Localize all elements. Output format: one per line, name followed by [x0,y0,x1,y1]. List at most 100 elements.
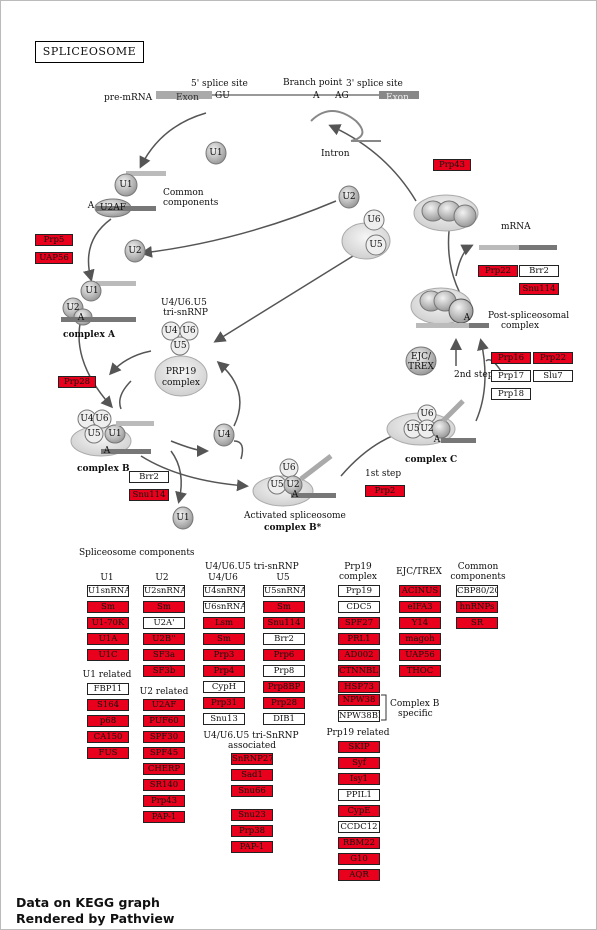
u1-common-label: U1 [119,180,133,190]
gene-box-u2-items-2[interactable]: U2A' [143,617,185,629]
u6-tri-label: U6 [182,326,196,336]
gene-box-u4u6-items-6[interactable]: CypH [203,681,245,693]
gene-box-tri-assoc-4[interactable]: Prp38 [231,825,273,837]
gene-box-u2-items-3[interactable]: U2B'' [143,633,185,645]
gene-box-u2-related-4[interactable]: CHERP [143,763,185,775]
gene-box-tri-assoc-2[interactable]: Snu66 [231,785,273,797]
gene-box-common-items-2[interactable]: SR [456,617,498,629]
gene-box-u2-related-7[interactable]: PAP-1 [143,811,185,823]
gene-box-prp2[interactable]: Prp2 [365,485,405,497]
gene-box-prp19-related-1[interactable]: Syf [338,757,380,769]
gene-box-u5-items-3[interactable]: Brr2 [263,633,305,645]
gene-box-u2-items-5[interactable]: SF3b [143,665,185,677]
gene-box-snu114-b[interactable]: Snu114 [129,489,169,501]
gene-box-u1-items-2[interactable]: U1-70K [87,617,129,629]
gene-box-prp19-items-4[interactable]: AD002 [338,649,380,661]
gene-box-prp19-related-3[interactable]: PPIL1 [338,789,380,801]
gene-box-u2-related-6[interactable]: Prp43 [143,795,185,807]
gene-box-prp22-step2[interactable]: Prp22 [533,352,573,364]
gene-box-compB-items-1[interactable]: NPW38BP [338,710,380,722]
gene-box-prp17[interactable]: Prp17 [491,370,531,382]
gene-box-brr2-mrna[interactable]: Brr2 [519,265,559,277]
gene-box-prp19-items-2[interactable]: SPF27 [338,617,380,629]
gene-box-u4u6-items-7[interactable]: Prp31 [203,697,245,709]
gene-box-tri-assoc-1[interactable]: Sad1 [231,769,273,781]
second-step-label: 2nd step [454,370,494,380]
gene-box-u5-items-4[interactable]: Prp6 [263,649,305,661]
gene-box-prp18[interactable]: Prp18 [491,388,531,400]
gene-box-ejc-items-3[interactable]: magoh [399,633,441,645]
gene-box-prp28[interactable]: Prp28 [58,376,96,388]
gene-box-prp19-related-0[interactable]: SKIP [338,741,380,753]
gene-box-u4u6-items-1[interactable]: U6snRNA [203,601,245,613]
gene-box-tri-assoc-5[interactable]: PAP-1 [231,841,273,853]
gene-box-common-items-0[interactable]: CBP80/20 [456,585,498,597]
gene-box-u4u6-items-2[interactable]: Lsm [203,617,245,629]
gene-box-u2-related-5[interactable]: SR140 [143,779,185,791]
gene-box-u5-items-6[interactable]: Prp8BP [263,681,305,693]
gene-box-prp19-items-3[interactable]: PRL1 [338,633,380,645]
u1-free-bottom-label: U1 [176,513,190,523]
gene-box-u5-items-1[interactable]: Sm [263,601,305,613]
gene-box-ejc-items-5[interactable]: THOC [399,665,441,677]
gene-box-prp19-items-0[interactable]: Prp19 [338,585,380,597]
gene-box-u4u6-items-4[interactable]: Prp3 [203,649,245,661]
gene-box-u2-items-0[interactable]: U2snRNA [143,585,185,597]
gene-box-u1-related-4[interactable]: FUS [87,747,129,759]
gene-box-u2-related-1[interactable]: PUF60 [143,715,185,727]
gene-box-prp19-related-2[interactable]: Isy1 [338,773,380,785]
gene-box-prp19-related-7[interactable]: G10 [338,853,380,865]
post-spliceosomal-label-2: complex [501,321,540,331]
gene-box-prp19-related-4[interactable]: CypE [338,805,380,817]
gene-box-common-items-1[interactable]: hnRNPs [456,601,498,613]
gene-box-uap56[interactable]: UAP56 [35,252,73,264]
gene-box-prp19-items-1[interactable]: CDC5 [338,601,380,613]
gene-box-prp5[interactable]: Prp5 [35,234,73,246]
gene-box-u1-items-0[interactable]: U1snRNA [87,585,129,597]
gene-box-u2-items-1[interactable]: Sm [143,601,185,613]
complex-bstar-shape [252,454,336,507]
gene-box-u1-items-4[interactable]: U1C [87,649,129,661]
gene-box-prp19-related-5[interactable]: CCDC12 [338,821,380,833]
gene-box-ejc-items-0[interactable]: ACINUS [399,585,441,597]
intron-lariat [310,110,381,142]
gene-box-u5-items-0[interactable]: U5snRNA [263,585,305,597]
gene-box-tri-assoc-0[interactable]: SnRNP27 [231,753,273,765]
gene-box-u2-related-2[interactable]: SPF30 [143,731,185,743]
gene-box-prp22-mrna[interactable]: Prp22 [478,265,518,277]
gene-box-prp19-related-6[interactable]: RBM22 [338,837,380,849]
gene-box-ejc-items-1[interactable]: eIFA3 [399,601,441,613]
gene-box-prp43[interactable]: Prp43 [433,159,471,171]
gene-box-prp19-items-5[interactable]: CTNNBL1 [338,665,380,677]
gene-box-prp19-related-8[interactable]: AQR [338,869,380,881]
prp19-complex-label-1: PRP19 [165,367,197,377]
gene-box-u5-items-7[interactable]: Prp28 [263,697,305,709]
gene-box-ejc-items-4[interactable]: UAP56 [399,649,441,661]
gene-box-brr2-b[interactable]: Brr2 [129,471,169,483]
gene-box-u4u6-items-5[interactable]: Prp4 [203,665,245,677]
gene-box-snu114-mrna[interactable]: Snu114 [519,283,559,295]
gene-box-slu7[interactable]: Slu7 [533,370,573,382]
gene-box-u2-items-4[interactable]: SF3a [143,649,185,661]
gene-box-ejc-items-2[interactable]: Y14 [399,617,441,629]
gene-box-u5-items-5[interactable]: Prp8 [263,665,305,677]
gene-box-u1-related-1[interactable]: S164 [87,699,129,711]
common-heading-1: Common [457,562,499,572]
gene-box-tri-assoc-3[interactable]: Snu23 [231,809,273,821]
gene-box-u4u6-items-8[interactable]: Snu13 [203,713,245,725]
gene-box-u1-related-3[interactable]: CA150 [87,731,129,743]
three-splice-site-label: 3' splice site [346,79,403,89]
gene-box-u1-items-1[interactable]: Sm [87,601,129,613]
gene-box-prp19-items-6[interactable]: HSP73 [338,681,380,693]
gene-box-u5-items-8[interactable]: DIB1 [263,713,305,725]
gene-box-u4u6-items-3[interactable]: Sm [203,633,245,645]
gene-box-u2-related-0[interactable]: U2AF [143,699,185,711]
gene-box-u4u6-items-0[interactable]: U4snRNA [203,585,245,597]
gene-box-u1-items-3[interactable]: U1A [87,633,129,645]
gene-box-u5-items-2[interactable]: Snu114 [263,617,305,629]
gene-box-u2-related-3[interactable]: SPF45 [143,747,185,759]
gene-box-u1-related-0[interactable]: FBP11 [87,683,129,695]
gene-box-u1-related-2[interactable]: p68 [87,715,129,727]
gene-box-compB-items-0[interactable]: NPW38 [338,694,380,706]
gene-box-prp16[interactable]: Prp16 [491,352,531,364]
